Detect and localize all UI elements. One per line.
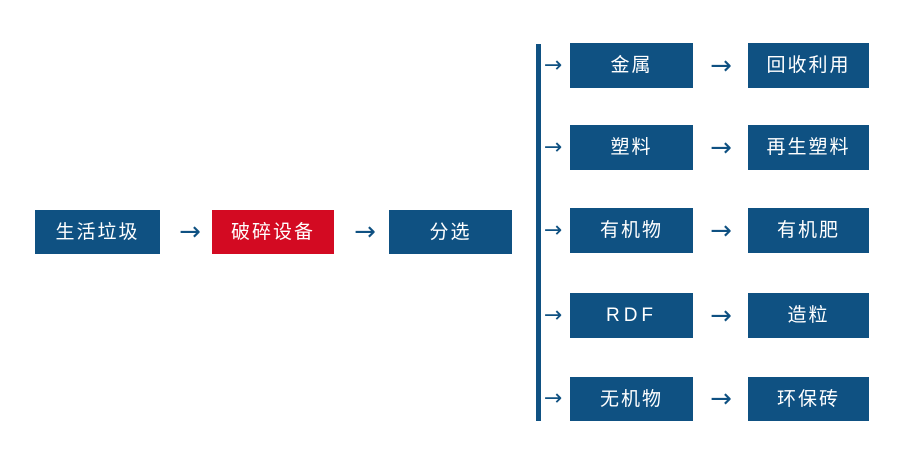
branch-arrow-icon-organic: → xyxy=(543,217,563,243)
node-product-pelletizing[interactable]: 造粒 xyxy=(748,293,869,338)
arrow-right-icon-rdf-to-pelletizing: → xyxy=(710,300,732,331)
branch-arrow-icon-rdf: → xyxy=(543,302,563,328)
node-fraction-metal[interactable]: 金属 xyxy=(570,43,693,88)
node-fraction-rdf[interactable]: RDF xyxy=(570,293,693,338)
branch-arrow-icon-plastic: → xyxy=(543,134,563,160)
node-product-organic-fertilizer[interactable]: 有机肥 xyxy=(748,208,869,253)
node-product-recycled-plastic[interactable]: 再生塑料 xyxy=(748,125,869,170)
node-municipal-solid-waste[interactable]: 生活垃圾 xyxy=(35,210,160,254)
arrow-right-icon-organic-to-fertilizer: → xyxy=(710,215,732,246)
branch-trunk-line xyxy=(536,44,541,421)
arrow-right-icon-inorganic-to-eco-brick: → xyxy=(710,384,732,414)
node-shredding-equipment[interactable]: 破碎设备 xyxy=(212,210,334,254)
node-sorting[interactable]: 分选 xyxy=(389,210,512,254)
branch-arrow-icon-metal: → xyxy=(543,52,563,78)
node-fraction-plastic[interactable]: 塑料 xyxy=(570,125,693,170)
node-product-eco-brick[interactable]: 环保砖 xyxy=(748,377,869,421)
node-fraction-organic[interactable]: 有机物 xyxy=(570,208,693,253)
node-product-recycling[interactable]: 回收利用 xyxy=(748,43,869,88)
arrow-right-icon-shredder-to-sorting: → xyxy=(354,217,376,247)
arrow-right-icon-plastic-to-recycled-plastic: → xyxy=(710,132,732,163)
arrow-right-icon-metal-to-recycling: → xyxy=(710,50,732,81)
arrow-right-icon-msw-to-shredder: → xyxy=(179,217,201,247)
node-fraction-inorganic[interactable]: 无机物 xyxy=(570,377,693,421)
branch-arrow-icon-inorganic: → xyxy=(543,386,563,411)
